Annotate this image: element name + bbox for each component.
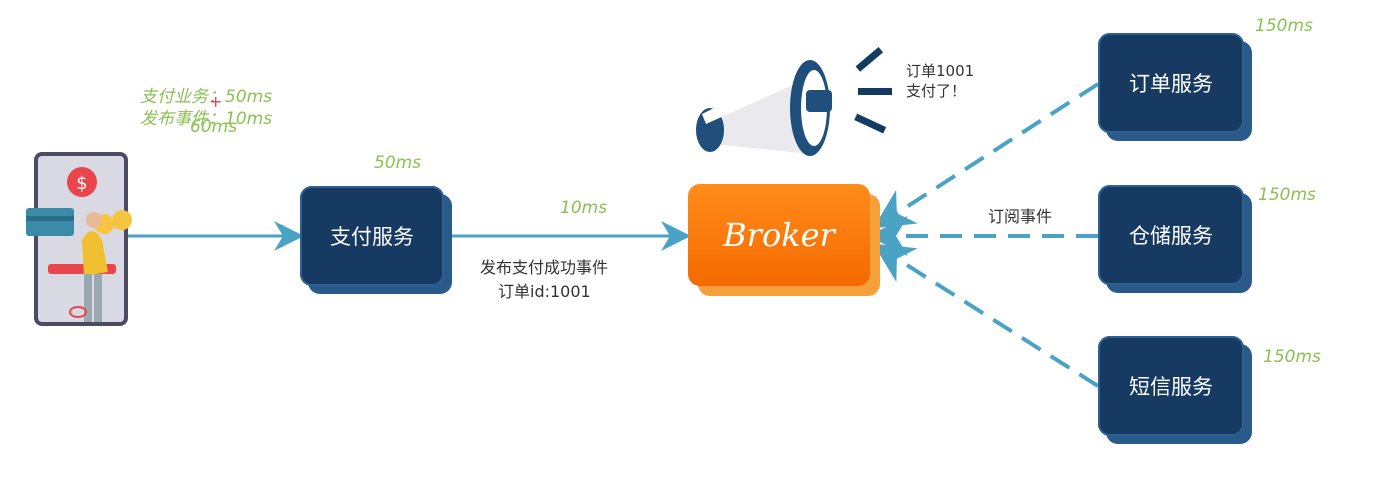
pay-service-timing: 50ms (374, 153, 422, 173)
sms-timing: 150ms (1263, 347, 1321, 367)
phone-payment-illustration: $ (26, 152, 132, 326)
order-id-label: 订单id:1001 (498, 282, 591, 301)
order-service-node: 订单服务 (1098, 33, 1252, 141)
megaphone-text-line1: 订单1001 (906, 62, 975, 80)
plus-icon: + (209, 92, 223, 111)
megaphone-text-line2: 支付了！ (906, 82, 967, 100)
svg-text:$: $ (76, 173, 87, 194)
publish-timing: 10ms (560, 198, 608, 218)
total-timing: 60ms (190, 117, 238, 137)
order-service-label: 订单服务 (1098, 33, 1244, 133)
subscribe-label: 订阅事件 (988, 207, 1053, 226)
sms-subscribe-arrow (873, 243, 1100, 388)
order-timing: 150ms (1255, 16, 1313, 36)
broker-node: Broker (688, 184, 880, 296)
storage-service-node: 仓储服务 (1098, 185, 1252, 293)
sms-service-label: 短信服务 (1098, 336, 1244, 436)
pay-business-timing: 支付业务：50ms (140, 87, 273, 107)
pay-service-node: 支付服务 (300, 186, 452, 294)
publish-event-label: 发布支付成功事件 (480, 258, 609, 277)
megaphone-icon (696, 47, 892, 156)
broker-label: Broker (688, 184, 870, 286)
storage-timing: 150ms (1258, 185, 1316, 205)
publish-event-timing: 发布事件：10ms (140, 109, 273, 129)
storage-service-label: 仓储服务 (1098, 185, 1244, 285)
pay-service-label: 支付服务 (300, 186, 444, 286)
sms-service-node: 短信服务 (1098, 336, 1252, 444)
order-subscribe-arrow (873, 82, 1100, 229)
